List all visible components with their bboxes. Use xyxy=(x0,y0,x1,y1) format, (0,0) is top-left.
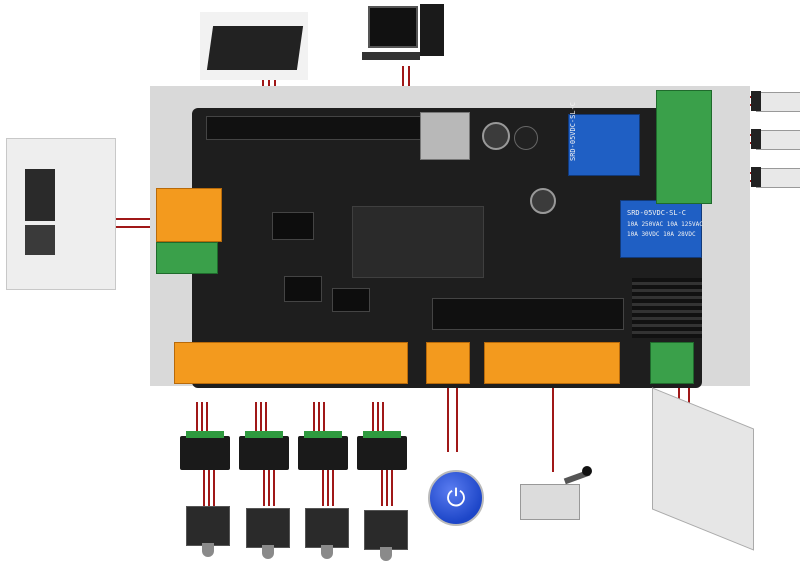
variable-frequency-drive xyxy=(6,138,116,290)
solenoid-valve xyxy=(751,91,800,112)
desktop-computer xyxy=(360,4,452,66)
relay-top-line-1: SRD-05VDC-SL-C xyxy=(569,101,577,161)
inductor xyxy=(514,126,538,150)
motor-shaft xyxy=(262,545,274,559)
controller-board: SRD-05VDC-SL-C SRD-05VDC-SL-C 10A 250VAC… xyxy=(192,102,703,388)
relay-terminal-block xyxy=(656,90,712,204)
usb-port xyxy=(420,112,470,160)
motor-terminal-row xyxy=(174,342,408,384)
motor-shaft xyxy=(321,545,333,559)
wire xyxy=(552,388,554,472)
motor-shaft xyxy=(202,543,214,557)
wire xyxy=(381,470,383,506)
wire xyxy=(208,470,210,506)
vfd-panel xyxy=(25,225,55,255)
wire xyxy=(688,372,690,414)
wire xyxy=(678,372,680,414)
wire xyxy=(116,226,158,228)
estop-terminal xyxy=(426,342,470,384)
limit-terminal-row xyxy=(484,342,620,384)
wire xyxy=(273,470,275,506)
wire xyxy=(456,388,458,452)
relay-top: SRD-05VDC-SL-C xyxy=(568,102,640,176)
wire xyxy=(447,388,449,452)
solenoid-valve xyxy=(751,167,800,188)
driver-terminal xyxy=(245,431,283,438)
wire xyxy=(382,402,384,434)
wire xyxy=(377,402,379,434)
heatsink xyxy=(632,278,702,338)
stepper-driver xyxy=(357,431,407,470)
wire xyxy=(260,402,262,434)
wire xyxy=(116,218,158,220)
stepper-driver xyxy=(239,431,289,470)
relay-bottom: SRD-05VDC-SL-C 10A 250VAC 10A 125VAC 10A… xyxy=(620,200,703,258)
driver-terminal xyxy=(304,431,342,438)
wire xyxy=(213,470,215,506)
main-module xyxy=(352,206,484,278)
wire xyxy=(327,470,329,506)
driver-terminal xyxy=(186,431,224,438)
wire xyxy=(265,402,267,434)
ic-chip xyxy=(284,276,322,302)
wire xyxy=(196,402,198,434)
board-photo: SRD-05VDC-SL-C SRD-05VDC-SL-C 10A 250VAC… xyxy=(150,86,750,388)
stepper-motor xyxy=(246,508,290,559)
relay-bottom-line-2: 10A 250VAC 10A 125VAC xyxy=(627,221,703,228)
wire xyxy=(391,470,393,506)
pc-tower xyxy=(420,4,444,56)
capacitor xyxy=(482,122,510,150)
wire xyxy=(255,402,257,434)
vfd-terminal-block xyxy=(156,188,222,242)
spindle-terminal-block xyxy=(156,242,218,274)
valve-coil xyxy=(751,91,761,111)
capacitor xyxy=(530,188,556,214)
switch-body xyxy=(520,484,580,520)
wire xyxy=(201,402,203,434)
wire xyxy=(203,470,205,506)
valve-coil xyxy=(751,167,761,187)
vfd-display xyxy=(25,169,55,221)
limit-switch xyxy=(520,466,592,524)
ic-chip xyxy=(272,212,314,240)
relay-bottom-line-1: SRD-05VDC-SL-C xyxy=(627,209,687,217)
idc-header xyxy=(206,116,428,140)
emergency-stop-button: ⏻ xyxy=(428,470,484,526)
keyboard xyxy=(362,52,420,60)
wire xyxy=(386,470,388,506)
keypad xyxy=(206,26,304,70)
wire xyxy=(322,470,324,506)
wire xyxy=(323,402,325,434)
wire xyxy=(332,470,334,506)
stepper-driver xyxy=(298,431,348,470)
mosfet-row xyxy=(432,298,624,330)
stepper-motor xyxy=(364,510,408,561)
relay-bottom-line-3: 10A 30VDC 10A 28VDC xyxy=(627,231,696,238)
wire xyxy=(263,470,265,506)
ic-chip xyxy=(332,288,370,312)
wire xyxy=(268,470,270,506)
power-terminal xyxy=(650,342,694,384)
stepper-driver xyxy=(180,431,230,470)
stepper-motor xyxy=(186,506,230,557)
solenoid-valve xyxy=(751,129,800,150)
stepper-motor xyxy=(305,508,349,559)
power-supply xyxy=(652,387,754,551)
switch-roller xyxy=(582,466,592,476)
wire xyxy=(318,402,320,434)
valve-coil xyxy=(751,129,761,149)
wire xyxy=(313,402,315,434)
handwheel-controller xyxy=(200,12,308,80)
monitor xyxy=(368,6,418,48)
power-icon: ⏻ xyxy=(446,484,466,512)
wire xyxy=(372,402,374,434)
motor-shaft xyxy=(380,547,392,561)
wire xyxy=(206,402,208,434)
driver-terminal xyxy=(363,431,401,438)
